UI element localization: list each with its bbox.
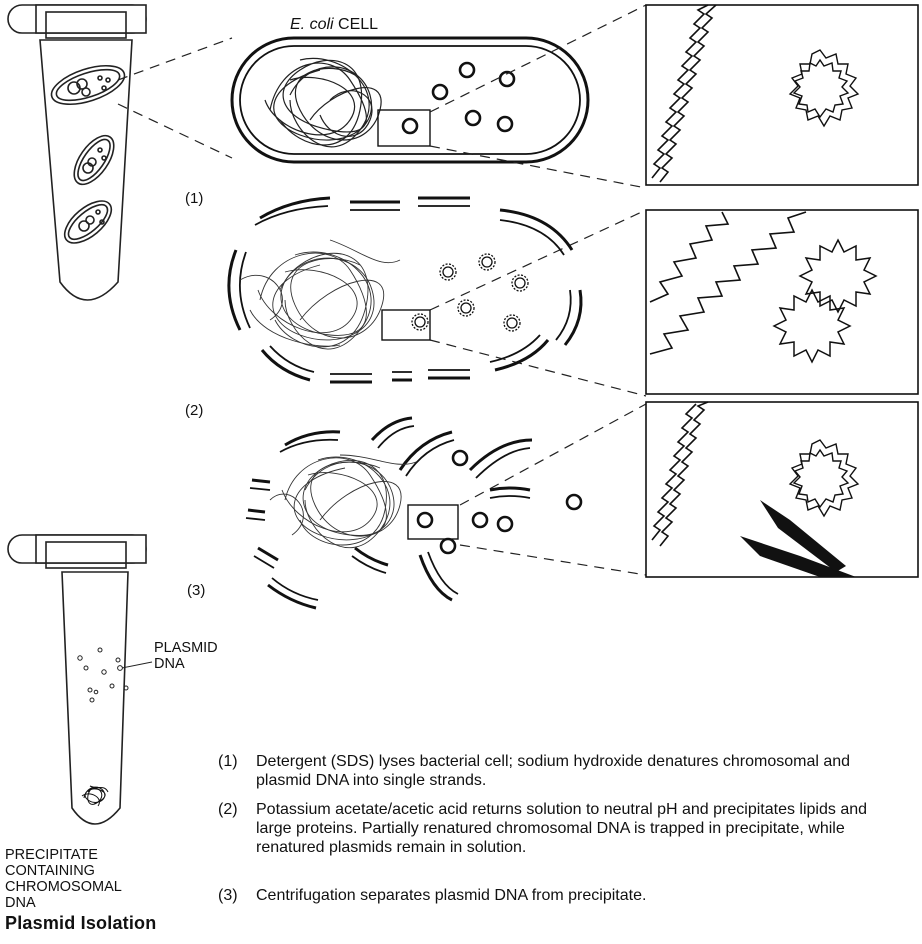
double-strand-dna: [652, 5, 716, 182]
trapped-chromosomal-dna: [270, 455, 416, 548]
step-3-number: (3): [218, 886, 238, 905]
renatured-plasmid: [790, 440, 858, 516]
plasmid-dna-label: PLASMID DNA: [154, 640, 218, 672]
plasmids-in-solution: [78, 648, 128, 702]
plasmid-rings: [403, 63, 514, 133]
precipitated-cell: [246, 418, 581, 608]
renatured-plasmids: [418, 451, 581, 553]
bottom-tube: [8, 535, 152, 824]
plasmid-pointer: [122, 662, 152, 668]
step-1-text: Detergent (SDS) lyses bacterial cell; so…: [256, 752, 906, 790]
step-marker-2: (2): [185, 402, 203, 419]
denatured-chromosomal-dna: [240, 240, 400, 349]
chromosomal-pellet: [82, 786, 108, 806]
dashed-leader-lines: [118, 5, 646, 575]
step-2-text: Potassium acetate/acetic acid returns so…: [256, 800, 906, 857]
precipitate-label: PRECIPITATE CONTAINING CHROMOSOMAL DNA: [5, 847, 122, 911]
tube-cell-2: [66, 129, 121, 191]
cell-title-italic: E. coli: [290, 16, 334, 33]
lysed-cell: [229, 198, 581, 382]
single-strand-dna: [650, 212, 806, 354]
single-strand-plasmids: [774, 240, 876, 362]
detail-box-2: [646, 210, 918, 394]
figure-title: Plasmid Isolation: [5, 915, 156, 932]
renatured-double-strand-dna: [652, 402, 708, 546]
step-2-number: (2): [218, 800, 238, 819]
cell-title-word: CELL: [338, 16, 378, 33]
step-3-text: Centrifugation separates plasmid DNA fro…: [256, 886, 906, 905]
cell-inner-membrane: [240, 46, 580, 154]
chromosomal-dna-tangle: [265, 58, 381, 146]
top-tube: [8, 5, 146, 300]
precipitate-wedges: [740, 500, 856, 577]
step-marker-3: (3): [187, 582, 205, 599]
detail-box-1: [646, 5, 918, 185]
cell-outer-wall: [232, 38, 588, 162]
cell-title: E. coli CELL: [290, 16, 378, 33]
ecoli-cell: [232, 38, 588, 162]
step-marker-1: (1): [185, 190, 203, 207]
detail-box-3: [646, 402, 918, 577]
tube-cell-1: [47, 58, 129, 112]
double-strand-plasmid: [790, 50, 858, 126]
step-1-number: (1): [218, 752, 238, 771]
bottom-tube-body: [62, 572, 128, 824]
